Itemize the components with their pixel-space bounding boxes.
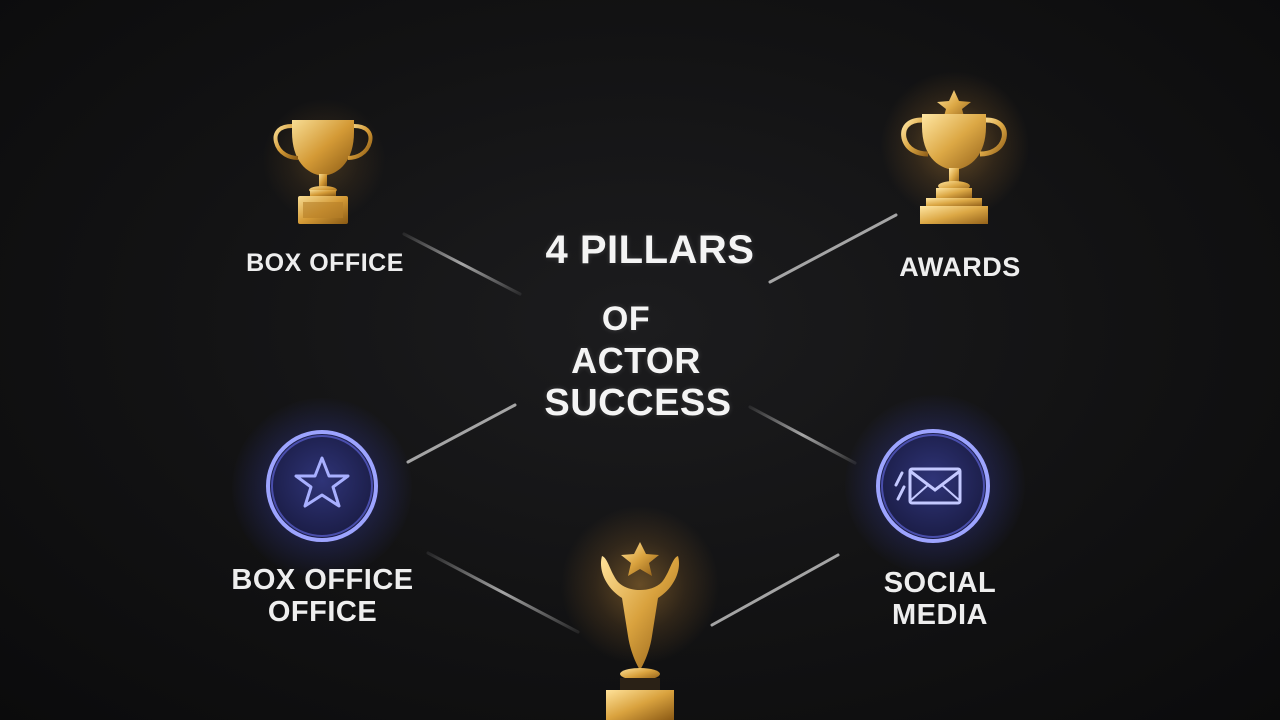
label-social-media: SOCIAL MEDIA: [830, 567, 1050, 632]
connector-bottom-right: [710, 553, 840, 627]
title-line-2: OF: [601, 300, 651, 338]
envelope-circle-icon: [876, 429, 990, 543]
connector-mid-left: [406, 403, 517, 464]
connector-top-left: [402, 232, 522, 296]
label-box-office-office-line-1: BOX OFFICE: [231, 564, 414, 596]
label-box-office-office-line-2: OFFICE: [267, 595, 378, 628]
label-social-media-line-1: SOCIAL: [883, 567, 997, 599]
title-line-1: 4 PILLARS: [545, 228, 755, 272]
label-awards: AWARDS: [899, 252, 1021, 282]
connector-top-right: [768, 213, 898, 284]
star-circle-icon: [266, 430, 378, 542]
connector-bottom-left: [426, 551, 580, 634]
title-line-3: ACTOR: [571, 340, 701, 381]
label-box-office: BOX OFFICE: [246, 249, 404, 277]
star-trophy-icon: [901, 90, 1007, 224]
title-line-4: SUCCESS: [544, 382, 732, 424]
label-box-office-office: BOX OFFICE OFFICE: [200, 564, 445, 629]
trophy-cup-icon: [273, 120, 373, 224]
label-social-media-line-2: MEDIA: [892, 598, 988, 631]
connector-mid-right: [748, 405, 857, 465]
star-figure-trophy-icon: [600, 542, 680, 720]
